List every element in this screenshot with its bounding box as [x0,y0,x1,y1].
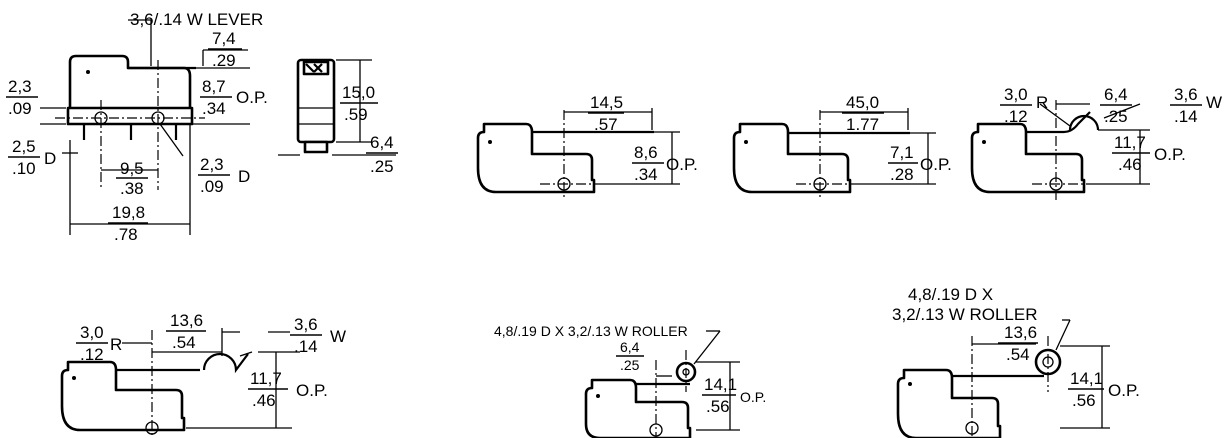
roller-short-length-inch: .25 [620,357,640,373]
sim-roller-short-radius-suffix: R [1036,93,1048,112]
roller-long-view: 4,8/.19 D X 3,2/.13 W ROLLER 13,6 .54 14… [892,285,1140,438]
lever-long-view: 14,5 .57 8,6 .34 O.P. [476,93,698,200]
roller-short-view: 4,8/.19 D X 3,2/.13 W ROLLER 6,4 .25 14,… [494,323,766,438]
side-height-metric: 15,0 [342,83,375,102]
op-height-suffix: O.P. [236,88,268,107]
lever-offset-metric: 7,4 [212,29,236,48]
lever-xlong-body [732,122,852,194]
sim-roller-short-op-inch: .46 [1118,155,1142,174]
side-width-metric: 6,4 [370,133,394,152]
roller-short-op-inch: .56 [706,397,730,416]
lever-xlong-view: 45,0 1.77 7,1 .28 O.P. [732,93,952,200]
sim-roller-short-width-inch: .14 [1174,107,1198,126]
hole-dia-left-metric: 2,5 [12,137,36,156]
sim-roller-long-width-suffix: W [330,327,346,346]
roller-long-callout-line1: 4,8/.19 D X [908,285,993,304]
lever-long-op-metric: 8,6 [634,143,658,162]
sim-roller-long-view: 3,0 .12 R 13,6 .54 3,6 .14 W 11,7 .46 O.… [60,311,346,438]
sim-roller-short-arm [1026,111,1091,134]
hole-dia-left-inch: .10 [12,159,36,178]
sim-roller-long-op-suffix: O.P. [296,381,328,400]
roller-long-length-inch: .54 [1006,345,1030,364]
hole-dia-right-metric: 2,3 [200,155,224,174]
sim-roller-long-op-inch: .46 [252,391,276,410]
roller-long-op-suffix: O.P. [1108,381,1140,400]
roller-short-length-metric: 6,4 [620,339,640,355]
roller-long-callout-line2: 3,2/.13 W ROLLER [892,305,1038,324]
sim-roller-long-length-inch: .54 [172,333,196,352]
side-top-cap [302,60,330,76]
sim-roller-long-op-metric: 11,7 [250,369,282,388]
lever-xlong-length-metric: 45,0 [846,93,879,112]
side-view: 15,0 .59 6,4 .25 [278,58,398,176]
sim-roller-long-radius-metric: 3,0 [80,323,104,342]
overall-length-metric: 19,8 [112,203,145,222]
sim-roller-long-radius-inch: .12 [80,345,104,364]
lever-long-body [476,122,596,194]
sim-roller-short-body [970,122,1086,194]
sim-roller-long-body [60,360,186,432]
base-switch-body [68,54,192,120]
lever-xlong-op-inch: .28 [890,165,914,184]
roller-long-op-metric: 14,1 [1070,369,1103,388]
hole-dia-right-suffix: D [238,167,250,186]
sim-roller-short-radius-inch: .12 [1004,107,1028,126]
sim-roller-short-view: 3,0 .12 R 6,4 .25 3,6 .14 W 11,7 .46 O.P… [970,85,1222,200]
hole-spacing-inch: .38 [120,179,144,198]
roller-short-callout: 4,8/.19 D X 3,2/.13 W ROLLER [494,323,688,339]
sim-roller-long-width-inch: .14 [294,337,318,356]
sim-roller-short-length-inch: .25 [1104,107,1128,126]
roller-short-body [584,378,692,438]
side-terminal [303,140,329,154]
sim-roller-short-op-metric: 11,7 [1114,133,1146,152]
hole-spacing-metric: 9,5 [120,159,144,178]
top-height-inch: .09 [8,99,32,118]
sim-roller-short-width-metric: 3,6 [1174,85,1198,104]
side-height-inch: .59 [344,105,368,124]
lever-long-op-inch: .34 [634,165,658,184]
roller-long-length-metric: 13,6 [1004,323,1037,342]
side-width-inch: .25 [370,157,394,176]
base-front-view: 3,6/.14 W LEVER 7,4 .29 2,3 .09 8,7 .34 … [6,10,268,244]
base-bottom-strip [66,106,194,126]
op-height-inch: .34 [202,99,226,118]
terminals [82,124,178,140]
sim-roller-short-length-metric: 6,4 [1104,85,1128,104]
sim-roller-short-width-suffix: W [1206,93,1222,112]
hole-dia-right-inch: .09 [200,177,224,196]
lever-offset-inch: .29 [212,51,236,70]
sim-roller-long-length-metric: 13,6 [170,311,203,330]
roller-short-op-suffix: O.P. [740,389,766,405]
sim-roller-short-radius-metric: 3,0 [1004,85,1028,104]
sim-roller-long-radius-suffix: R [110,335,122,354]
body-mark [86,70,90,74]
sim-roller-short-op-suffix: O.P. [1154,145,1186,164]
lever-long-op-suffix: O.P. [666,155,698,174]
roller-short-op-metric: 14,1 [704,375,737,394]
op-height-metric: 8,7 [202,77,226,96]
overall-length-inch: .78 [114,225,138,244]
lever-xlong-length-inch: 1.77 [846,115,879,134]
roller-long-body [896,368,1002,438]
hole-dia-left-suffix: D [44,149,56,168]
top-height-metric: 2,3 [8,77,32,96]
roller-long-op-inch: .56 [1072,391,1096,410]
lever-long-length-inch: .57 [594,115,618,134]
lever-long-length-metric: 14,5 [590,93,623,112]
sim-roller-long-bump [202,352,249,374]
lever-callout: 3,6/.14 W LEVER [130,10,263,29]
lever-xlong-op-suffix: O.P. [920,155,952,174]
sim-roller-short-bump [1068,114,1100,131]
lever-xlong-op-metric: 7,1 [890,143,914,162]
sim-roller-long-width-metric: 3,6 [294,315,318,334]
